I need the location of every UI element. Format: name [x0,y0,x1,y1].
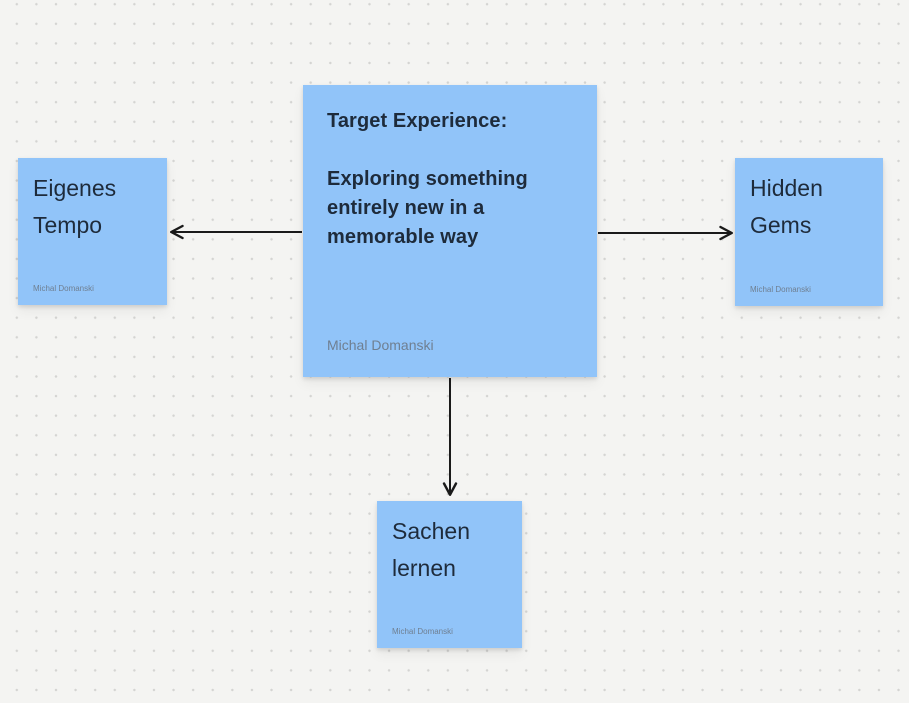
note-label: Sachen lernen [392,518,471,581]
sticky-note-hidden-gems[interactable]: Hidden Gems Michal Domanski [735,158,883,306]
note-author: Michal Domanski [327,337,434,353]
note-author: Michal Domanski [750,285,811,294]
note-body: Exploring something entirely new in a me… [327,168,528,248]
sticky-note-eigenes-tempo[interactable]: Eigenes Tempo Michal Domanski [18,158,167,305]
sticky-note-target-experience[interactable]: Target Experience: Exploring something e… [303,85,597,377]
sticky-note-sachen-lernen[interactable]: Sachen lernen Michal Domanski [377,501,522,648]
note-author: Michal Domanski [33,284,94,293]
note-author: Michal Domanski [392,627,453,636]
note-label: Hidden Gems [750,175,823,238]
note-label: Eigenes Tempo [33,175,117,238]
note-title: Target Experience: [327,110,508,132]
